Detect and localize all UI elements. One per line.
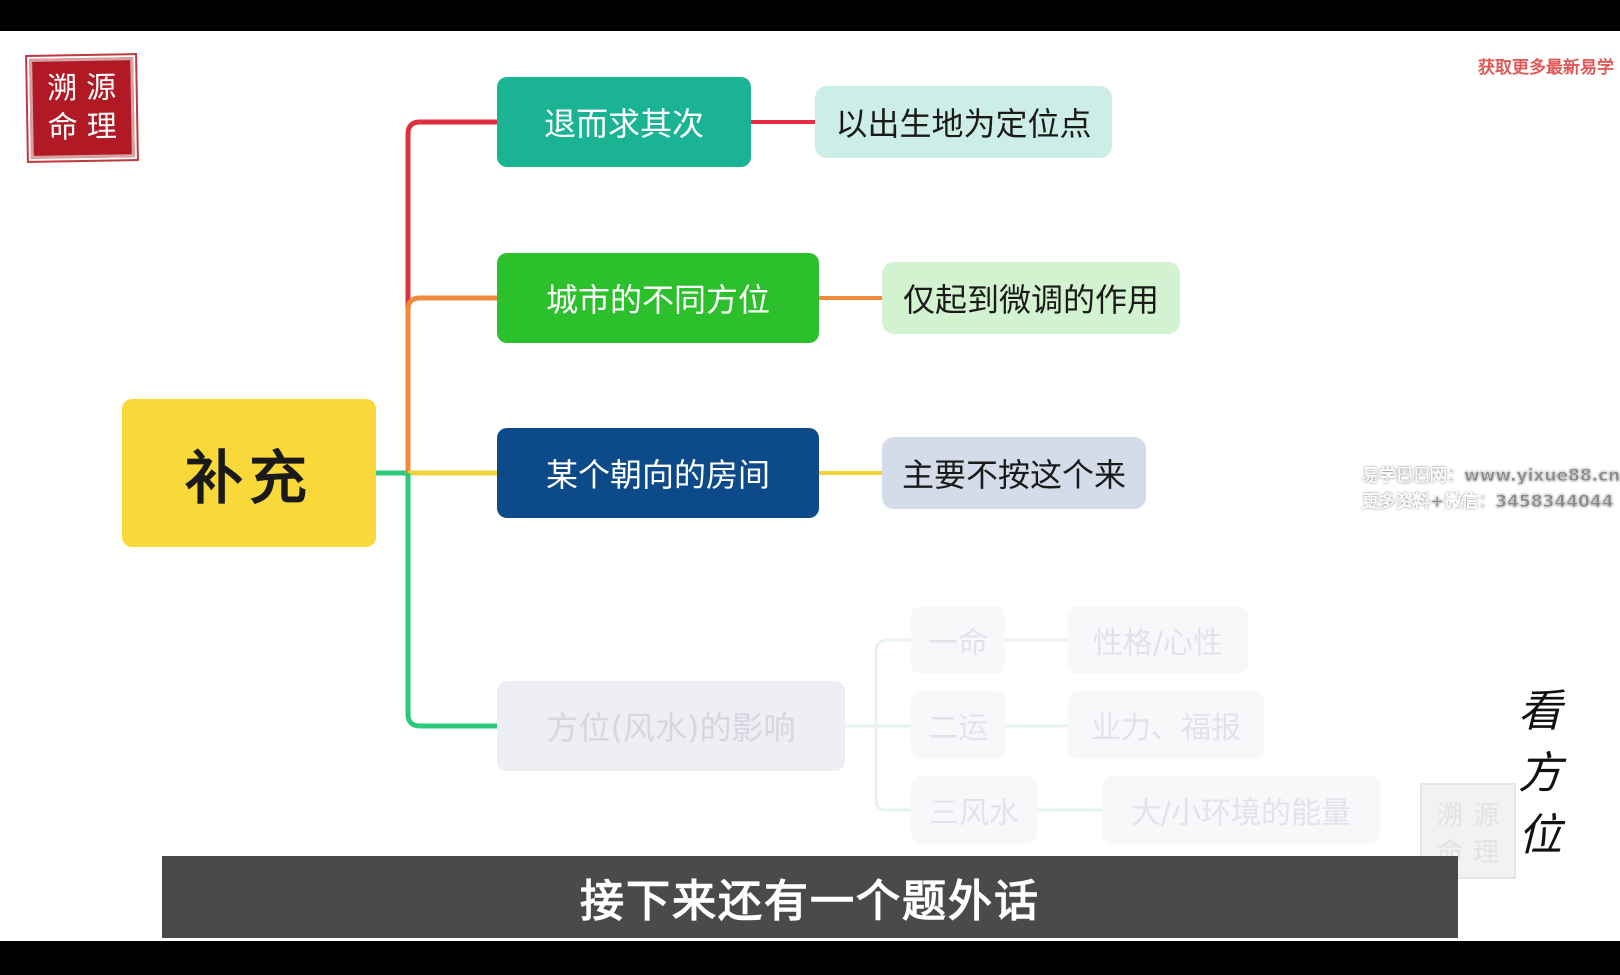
connector-branch-4 [405,473,497,729]
sub-leaf-3: 大/小环境的能量 [1102,776,1380,844]
branch-node-4: 方位(风水)的影响 [497,681,845,771]
leaf-node-2: 仅起到微调的作用 [882,262,1180,334]
watermark-line: 更多资料+微信：3458344044 [1362,492,1614,512]
seal-char: 溯 [1436,801,1463,831]
mindmap-connectors [376,119,1102,812]
branch-node-1: 退而求其次 [497,77,751,167]
vertical-title-char: 方 [1518,748,1562,799]
branch-node-2: 城市的不同方位 [497,253,819,343]
branch-node-3: 某个朝向的房间 [497,428,819,518]
vertical-title-char: 看 [1518,686,1562,737]
connector-faded [845,638,1102,812]
seal-char: 理 [1472,838,1499,868]
video-frame: 溯 源 命 理 获取更多最新易学 补充 退而求其次 城市的不同方位 某个朝向的房… [0,31,1620,941]
watermark-line: 易学巴巴网：www.yixue88.cn [1362,466,1620,486]
vertical-title: 看 方 位 [1515,681,1565,867]
vertical-title-char: 位 [1518,810,1562,861]
watermark: 易学巴巴网：www.yixue88.cn 更多资料+微信：3458344044 [1362,463,1620,515]
mindmap-root: 补充 [122,399,376,547]
letterbox-bottom [0,941,1620,975]
leaf-node-1: 以出生地为定位点 [815,86,1112,158]
sub-leaf-1: 性格/心性 [1068,606,1248,674]
letterbox-top [0,0,1620,31]
sub-node-1: 一命 [911,606,1005,674]
subtitle-caption: 接下来还有一个题外话 [162,856,1458,938]
sub-node-2: 二运 [911,691,1005,759]
top-promo-text: 获取更多最新易学 [1478,58,1614,78]
connector-branch-1 [405,119,497,473]
connector-branch-2 [405,295,497,473]
leaf-node-3: 主要不按这个来 [882,437,1146,509]
sub-node-3: 三风水 [911,776,1037,844]
sub-leaf-2: 业力、福报 [1068,691,1264,759]
seal-char: 源 [1472,801,1499,831]
